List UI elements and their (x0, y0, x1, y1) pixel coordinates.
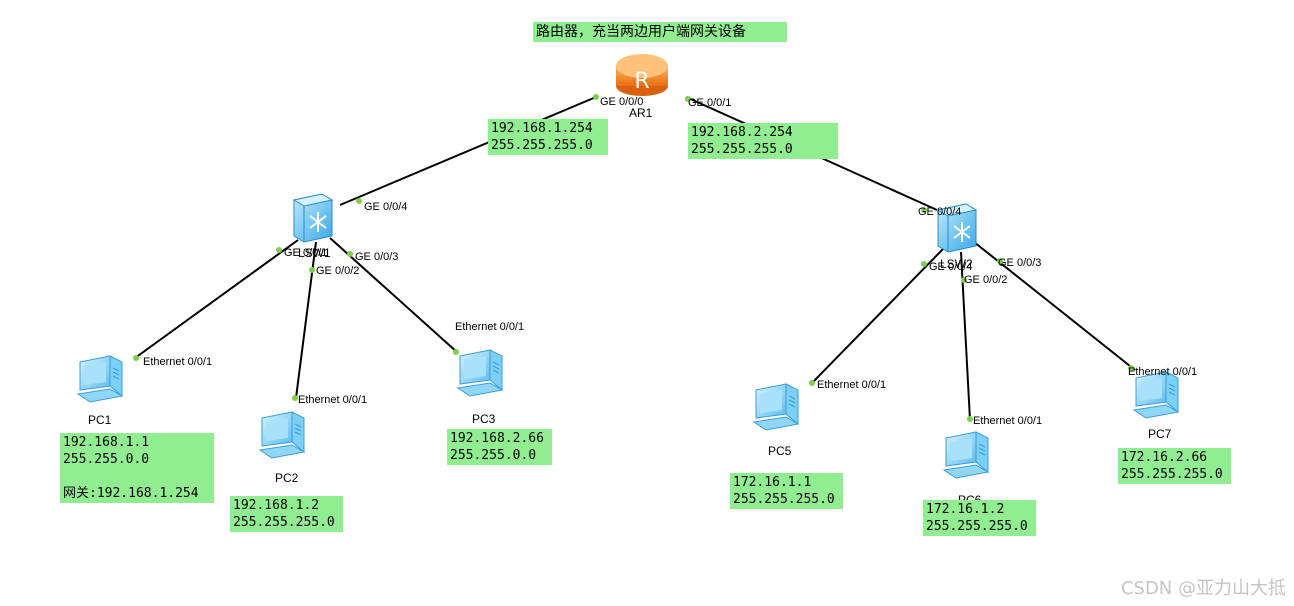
port-label-pc7: Ethernet 0/0/1 (1128, 366, 1197, 378)
port-dot (997, 258, 1003, 264)
switch-lsw1[interactable] (293, 193, 333, 243)
pc-icon (457, 349, 503, 397)
port-label-pc3: Ethernet 0/0/1 (455, 321, 524, 333)
port-label-lsw1-p3: GE 0/0/3 (355, 251, 398, 263)
port-dot (356, 198, 362, 204)
link-lsw1-pc3 (329, 237, 459, 354)
port-label-lsw2-p1: GE 0/0/4 (929, 261, 972, 273)
pc-label-pc3: PC3 (472, 412, 496, 426)
port-dot (961, 277, 967, 283)
ip-note-pc1: 192.168.1.1 255.255.0.0 网关:192.168.1.254 (60, 433, 214, 503)
watermark: CSDN @亚力山大抵 (1120, 578, 1286, 599)
port-label-ar1-left: GE 0/0/0 (600, 96, 643, 108)
port-label-pc6: Ethernet 0/0/1 (973, 415, 1042, 427)
port-label-lsw2-uplink: GE 0/0/4 (918, 206, 961, 218)
port-dot (276, 247, 282, 253)
ip-note-ar1-right: 192.168.2.254 255.255.255.0 (688, 123, 838, 159)
pc-pc1[interactable] (77, 355, 123, 403)
pc-pc5[interactable] (753, 383, 799, 431)
port-dot (1128, 365, 1134, 371)
pc-label-pc1: PC1 (88, 413, 112, 427)
switch-icon (293, 193, 333, 243)
port-dots (133, 94, 1134, 422)
router-ar1[interactable]: R AR1 (616, 54, 668, 120)
port-dot (453, 349, 459, 355)
port-dot (309, 267, 315, 273)
port-label-ar1-right: GE 0/0/1 (688, 97, 731, 109)
router-glyph: R (634, 69, 649, 94)
port-dot (921, 207, 927, 213)
pc-icon (1133, 371, 1179, 419)
link-lsw1-pc2 (295, 241, 317, 399)
port-dot (921, 261, 927, 267)
link-lsw2-pc5 (811, 247, 945, 384)
title-note: 路由器，充当两边用户端网关设备 (533, 22, 787, 42)
pc-icon (77, 355, 123, 403)
port-dot (967, 416, 973, 422)
port-dot (685, 96, 691, 102)
pc-icon (753, 383, 799, 431)
ip-note-pc2: 192.168.1.2 255.255.255.0 (230, 496, 343, 532)
pc-pc6[interactable] (943, 431, 989, 479)
link-lsw1-pc1 (134, 239, 299, 359)
port-dot (593, 94, 599, 100)
port-label-pc1: Ethernet 0/0/1 (143, 356, 212, 368)
router-label: AR1 (629, 106, 653, 120)
port-label-lsw2-p2: GE 0/0/2 (964, 274, 1007, 286)
port-label-pc2: Ethernet 0/0/1 (298, 394, 367, 406)
pc-icon (943, 431, 989, 479)
pc-pc2[interactable] (259, 411, 305, 459)
pc-label-pc7: PC7 (1148, 427, 1172, 441)
port-label-pc5: Ethernet 0/0/1 (817, 379, 886, 391)
pc-label-pc2: PC2 (275, 471, 299, 485)
port-label-lsw1-p1: GE 0/0/1 (284, 247, 327, 259)
switch-label-lsw1: LSW1 (298, 246, 331, 260)
ip-note-pc5: 172.16.1.1 255.255.255.0 (730, 473, 843, 509)
ip-note-ar1-left: 192.168.1.254 255.255.255.0 (488, 119, 608, 155)
router-icon: R (616, 54, 668, 96)
port-label-lsw1-uplink: GE 0/0/4 (364, 201, 407, 213)
ip-note-pc6: 172.16.1.2 255.255.255.0 (923, 500, 1036, 536)
port-label-lsw1-p2: GE 0/0/2 (316, 265, 359, 277)
port-label-lsw2-p3: GE 0/0/3 (998, 257, 1041, 269)
switch-label-lsw2: LSW2 (940, 257, 973, 271)
pc-label-pc5: PC5 (768, 444, 792, 458)
ip-note-pc7: 172.16.2.66 255.255.255.0 (1118, 448, 1231, 484)
link-ar1-lsw1 (339, 96, 597, 206)
port-dot (292, 395, 298, 401)
port-dot (347, 251, 353, 257)
ip-note-pc3: 192.168.2.66 255.255.0.0 (447, 429, 552, 465)
pc-pc7[interactable] (1133, 371, 1179, 419)
pc-pc3[interactable] (457, 349, 503, 397)
port-dot (809, 380, 815, 386)
port-dot (133, 355, 139, 361)
pc-icon (259, 411, 305, 459)
